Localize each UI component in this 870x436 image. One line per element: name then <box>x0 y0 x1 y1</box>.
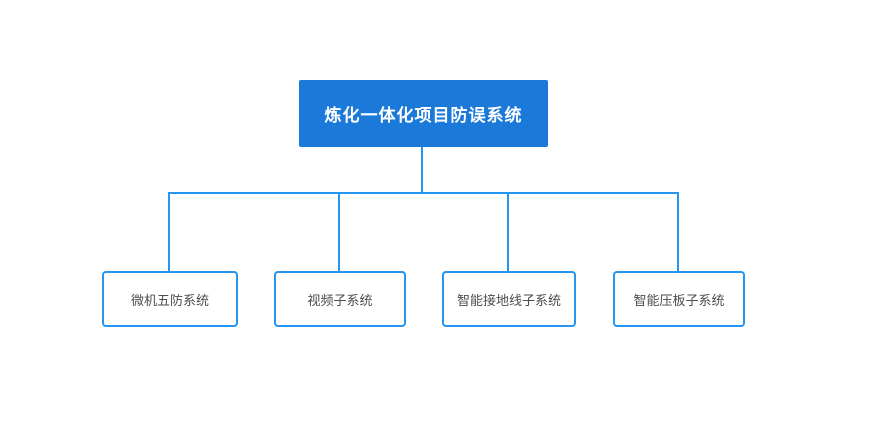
connector-drop-3 <box>507 192 509 272</box>
root-node[interactable]: 炼化一体化项目防误系统 <box>299 80 548 147</box>
child-node-grounding-wire-subsystem[interactable]: 智能接地线子系统 <box>442 271 576 327</box>
child-node-label: 智能接地线子系统 <box>456 292 561 308</box>
connector-drop-1 <box>168 192 170 272</box>
child-node-label: 微机五防系统 <box>130 292 209 308</box>
connector-drop-2 <box>338 192 340 272</box>
connector-horizontal <box>168 192 679 194</box>
connector-drop-4 <box>677 192 679 272</box>
child-node-wuji-wufang[interactable]: 微机五防系统 <box>102 271 238 327</box>
child-node-label: 视频子系统 <box>307 292 373 308</box>
child-node-label: 智能压板子系统 <box>633 292 725 308</box>
child-node-video-subsystem[interactable]: 视频子系统 <box>274 271 406 327</box>
connector-trunk <box>421 147 423 193</box>
root-node-label: 炼化一体化项目防误系统 <box>324 106 523 125</box>
child-node-pressure-plate-subsystem[interactable]: 智能压板子系统 <box>613 271 745 327</box>
